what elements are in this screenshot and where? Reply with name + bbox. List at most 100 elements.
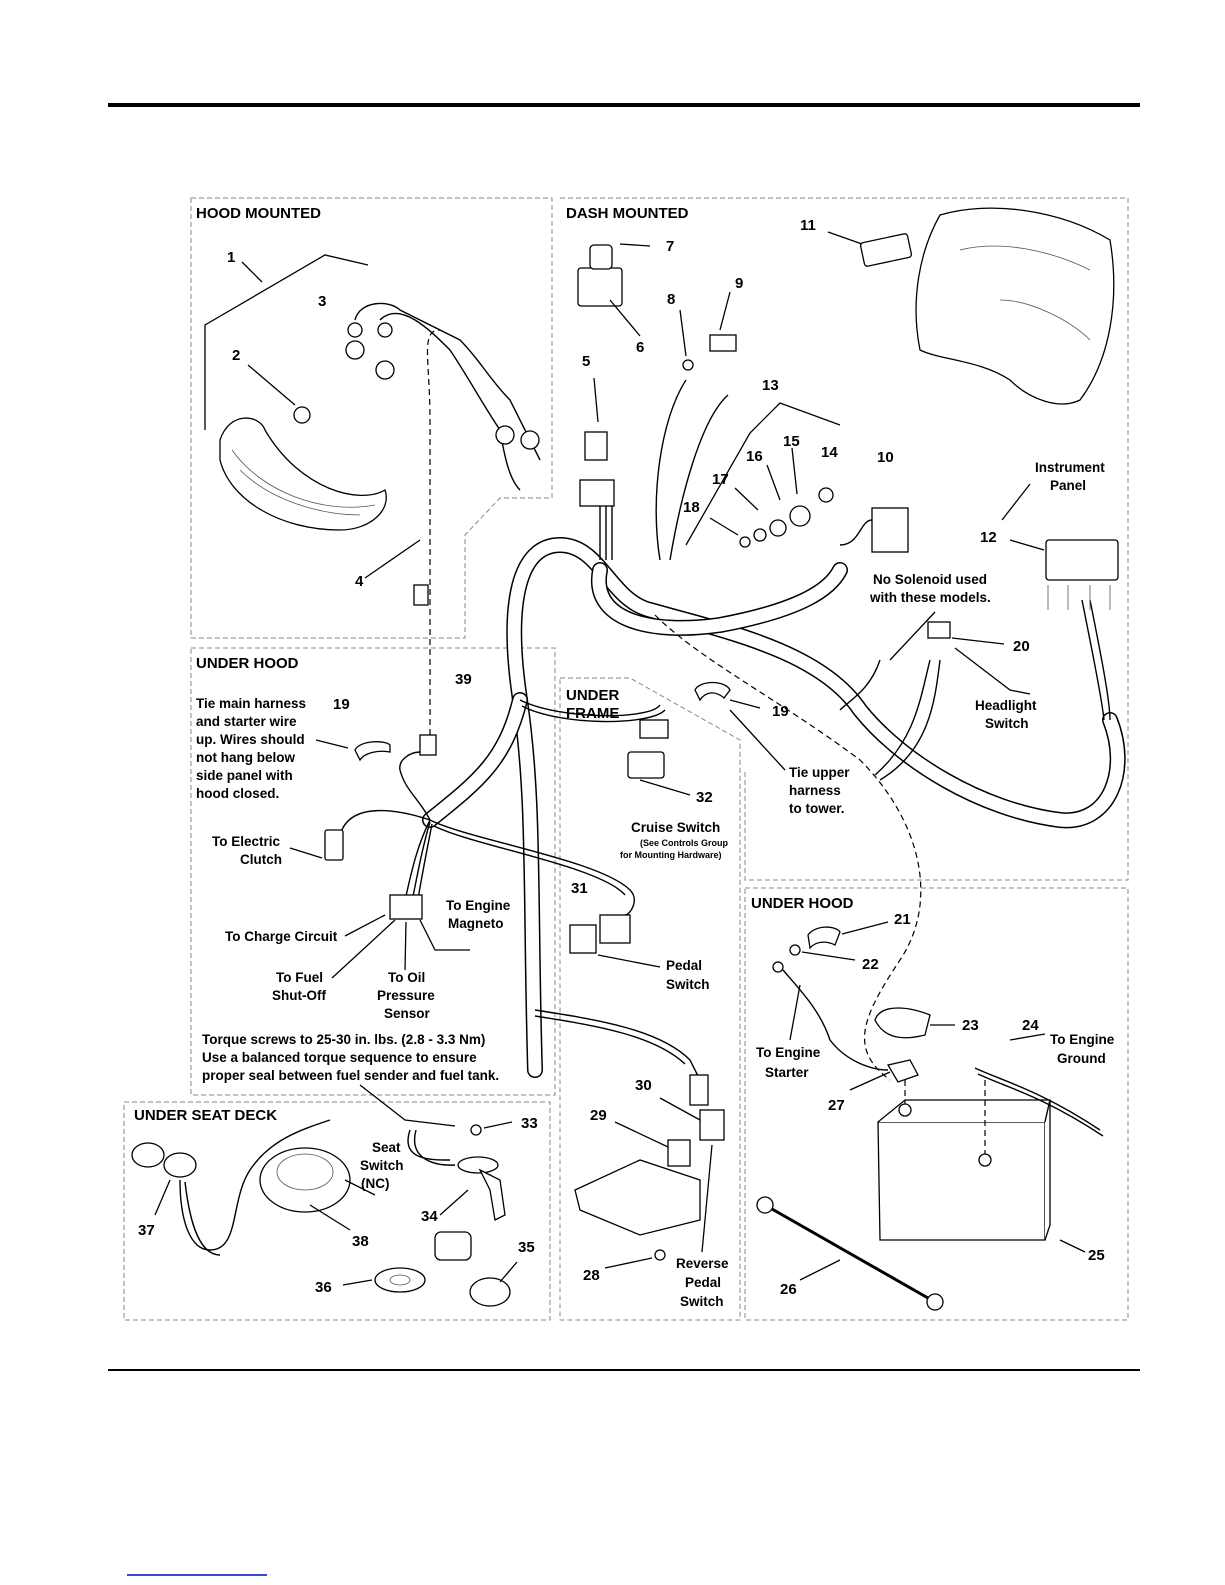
note-torque-2: Use a balanced torque sequence to ensure [202,1050,477,1065]
note-tie-main-6: hood closed. [196,786,279,801]
note-fuel-shutoff-1: To Fuel [276,970,323,985]
dash-parts [577,207,1119,781]
note-engine-starter-2: Starter [765,1065,809,1080]
section-under-frame-line1: UNDER [566,687,620,704]
note-tie-upper-1: Tie upper [789,765,850,780]
callout-9: 9 [735,275,743,292]
note-engine-magneto-1: To Engine [446,898,511,913]
note-reverse-2: Pedal [685,1275,721,1290]
section-under-hood-right: UNDER HOOD [751,895,854,912]
callout-24: 24 [1022,1017,1039,1034]
callout-34: 34 [421,1208,438,1225]
note-cruise-sub-2: for Mounting Hardware) [620,850,722,860]
note-engine-ground-2: Ground [1057,1051,1106,1066]
note-tie-main-4: not hang below [196,750,295,765]
under-hood-left-parts [289,734,470,1127]
note-pedal-switch-1: Pedal [666,958,702,973]
note-oil-pressure-3: Sensor [384,1006,431,1021]
note-tie-upper-3: to tower. [789,801,845,816]
main-harness [339,329,1126,1081]
section-boxes [123,197,1129,1321]
note-seat-switch-1: Seat [372,1140,401,1155]
note-torque-3: proper seal between fuel sender and fuel… [202,1068,499,1083]
section-under-frame-line2: FRAME [566,705,619,722]
callout-19b: 19 [772,703,789,720]
note-electric-clutch-1: To Electric [212,834,281,849]
callout-32: 32 [696,789,713,806]
callout-26: 26 [780,1281,797,1298]
note-instrument-panel: Instrument [1035,460,1105,475]
callout-5: 5 [582,353,590,370]
note-engine-starter-1: To Engine [756,1045,821,1060]
callout-29: 29 [590,1107,607,1124]
top-rule [108,103,1140,107]
callout-10: 10 [877,449,894,466]
callout-31: 31 [571,880,588,897]
note-tie-upper-2: harness [789,783,841,798]
callout-14: 14 [821,444,838,461]
callout-39: 39 [455,671,472,688]
callout-18: 18 [683,499,700,516]
note-oil-pressure-2: Pressure [377,988,435,1003]
note-no-solenoid: No Solenoid used [873,572,987,587]
note-tie-main-3: up. Wires should [196,732,305,747]
section-under-seat-deck: UNDER SEAT DECK [134,1107,277,1124]
section-under-hood-left: UNDER HOOD [196,655,299,672]
under-seat-parts [131,1119,518,1307]
callout-22: 22 [862,956,879,973]
bottom-rule [108,1369,1140,1371]
callout-23: 23 [962,1017,979,1034]
note-seat-switch-2: Switch [360,1158,404,1173]
note-oil-pressure-1: To Oil [388,970,425,985]
battery-assembly [756,921,1104,1311]
callout-17: 17 [712,471,729,488]
callout-21: 21 [894,911,911,928]
callout-12: 12 [980,529,997,546]
footer-link-underline[interactable] [127,1574,267,1576]
callout-20: 20 [1013,638,1030,655]
note-no-solenoid-2: with these models. [869,590,991,605]
harness-clips [315,681,786,771]
callout-3: 3 [318,293,326,310]
callout-27: 27 [828,1097,845,1114]
annotation-notes: Instrument Panel No Solenoid used with t… [196,460,1115,1309]
headlight-assembly [204,254,541,606]
note-torque-1: Torque screws to 25-30 in. lbs. (2.8 - 3… [202,1032,485,1047]
note-fuel-shutoff-2: Shut-Off [272,988,326,1003]
note-charge-circuit: To Charge Circuit [225,929,338,944]
note-reverse-1: Reverse [676,1256,729,1271]
section-hood-mounted: HOOD MOUNTED [196,205,321,222]
callout-28: 28 [583,1267,600,1284]
note-engine-magneto-2: Magneto [448,916,504,931]
callout-16: 16 [746,448,763,465]
note-cruise-sub-1: (See Controls Group [640,838,729,848]
callout-7: 7 [666,238,674,255]
under-frame-parts [569,719,725,1269]
callout-4: 4 [355,573,364,590]
callout-1: 1 [227,249,235,266]
note-tie-main-2: and starter wire [196,714,297,729]
callout-25: 25 [1088,1247,1105,1264]
callout-13: 13 [762,377,779,394]
note-cruise-switch: Cruise Switch [631,820,720,835]
note-engine-ground-1: To Engine [1050,1032,1115,1047]
callout-11: 11 [800,217,816,234]
note-headlight-2: Switch [985,716,1029,731]
callout-37: 37 [138,1222,155,1239]
note-headlight: Headlight [975,698,1037,713]
callout-33: 33 [521,1115,538,1132]
callout-15: 15 [783,433,800,450]
callout-30: 30 [635,1077,652,1094]
section-dash-mounted: DASH MOUNTED [566,205,689,222]
note-tie-main-5: side panel with [196,768,293,783]
callout-8: 8 [667,291,675,308]
callout-2: 2 [232,347,240,364]
note-reverse-3: Switch [680,1294,724,1309]
callout-6: 6 [636,339,644,356]
callout-19: 19 [333,696,350,713]
callout-35: 35 [518,1239,535,1256]
callout-36: 36 [315,1279,332,1296]
note-tie-main-1: Tie main harness [196,696,306,711]
note-instrument-panel-2: Panel [1050,478,1086,493]
